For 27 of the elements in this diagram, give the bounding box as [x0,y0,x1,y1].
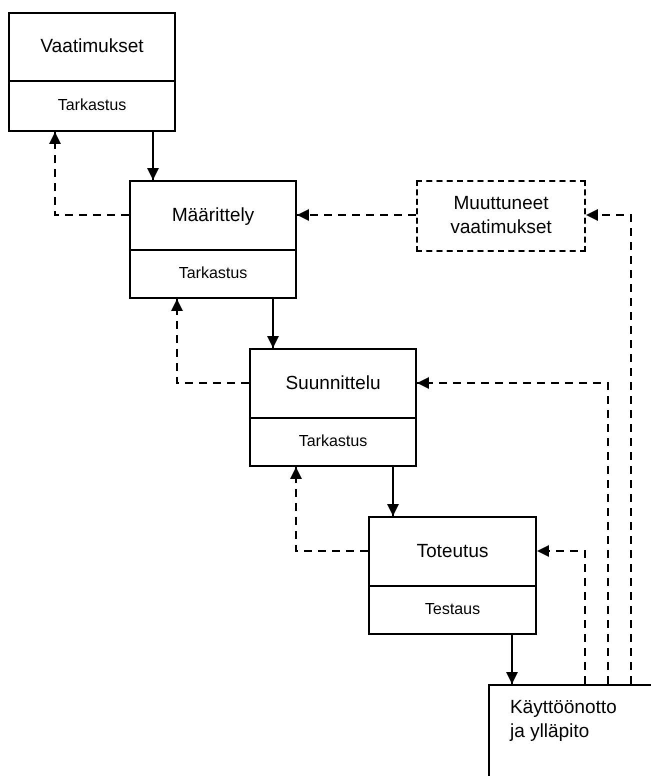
stage-title: Toteutus [416,540,488,562]
dashed-arrow [417,377,609,684]
dashed-arrow [290,467,368,552]
stage-title: Vaatimukset [40,36,144,58]
process-box [129,180,297,299]
review-label: Tarkastus [178,265,248,283]
dashed-arrow [586,209,632,684]
review-label: Tarkastus [298,433,368,451]
process-box [8,12,176,132]
dashed-arrow [297,209,416,221]
review-label: Testaus [424,601,480,619]
arrow [506,635,518,684]
process-box [488,684,651,776]
arrow [387,467,399,516]
dashed-arrow [171,299,249,384]
process-box [368,516,537,635]
dashed-arrow [537,545,586,684]
review-label: Tarkastus [58,97,126,115]
arrow [147,132,159,180]
dashed-box [416,180,586,252]
stage-title: Määrittely [172,204,254,226]
box-label: Käyttöönotto ja ylläpito [510,696,618,744]
box-label: Muuttuneet vaatimukset [449,192,553,240]
stage-title: Suunnittelu [285,372,381,394]
arrow [267,299,279,348]
process-box [249,348,417,467]
dashed-arrow [49,132,129,216]
